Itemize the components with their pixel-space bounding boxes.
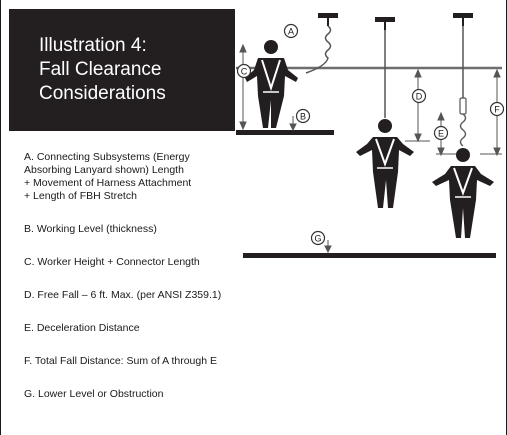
legend-item-e: E. Deceleration Distance <box>24 322 140 334</box>
working-level-platform <box>236 130 334 135</box>
worker-standing <box>245 40 298 128</box>
dimension-c <box>239 43 247 131</box>
legend-item-b: B. Working Level (thickness) <box>24 223 157 235</box>
worker-decelerated <box>432 148 494 238</box>
marker-a: A <box>283 23 299 39</box>
legend-item-d: D. Free Fall – 6 ft. Max. (per ANSI Z359… <box>24 289 222 301</box>
title-line-1: Illustration 4: <box>39 35 147 56</box>
marker-f: F <box>489 101 505 117</box>
svg-text:B: B <box>300 112 306 122</box>
svg-text:F: F <box>494 105 500 115</box>
anchor-1 <box>318 13 338 26</box>
marker-g: G <box>310 230 326 246</box>
anchor-3 <box>453 13 473 26</box>
dimension-d <box>405 68 430 143</box>
marker-c: C <box>236 63 252 79</box>
dimension-g <box>324 240 332 254</box>
legend-item-a-line-3: + Movement of Harness Attachment <box>24 177 192 189</box>
legend-item-f: F. Total Fall Distance: Sum of A through… <box>24 355 217 367</box>
legend-item-a-line-1: A. Connecting Subsystems (Energy <box>24 151 190 163</box>
worker-free-fall <box>356 119 414 208</box>
svg-text:A: A <box>288 27 294 37</box>
title-line-2: Fall Clearance <box>39 59 162 80</box>
title-box: Illustration 4: Fall Clearance Considera… <box>9 9 235 131</box>
dimension-e <box>436 111 456 157</box>
legend-item-a-line-4: + Length of FBH Stretch <box>24 190 137 202</box>
marker-d: D <box>411 88 427 104</box>
title-line-3: Considerations <box>39 83 166 104</box>
legend-item-c: C. Worker Height + Connector Length <box>24 256 200 268</box>
svg-text:E: E <box>438 129 444 139</box>
marker-e: E <box>433 125 449 141</box>
dimension-b <box>289 116 297 132</box>
marker-b: B <box>295 108 311 124</box>
svg-text:G: G <box>314 234 321 244</box>
energy-absorber <box>459 97 467 115</box>
lower-level-platform <box>243 253 496 258</box>
svg-text:D: D <box>416 92 423 102</box>
lanyard-1 <box>305 25 332 74</box>
legend-item-g: G. Lower Level or Obstruction <box>24 388 164 400</box>
svg-text:C: C <box>241 67 248 77</box>
legend-item-a-line-2: Absorbing Lanyard shown) Length <box>24 164 184 176</box>
anchor-2 <box>375 17 395 30</box>
